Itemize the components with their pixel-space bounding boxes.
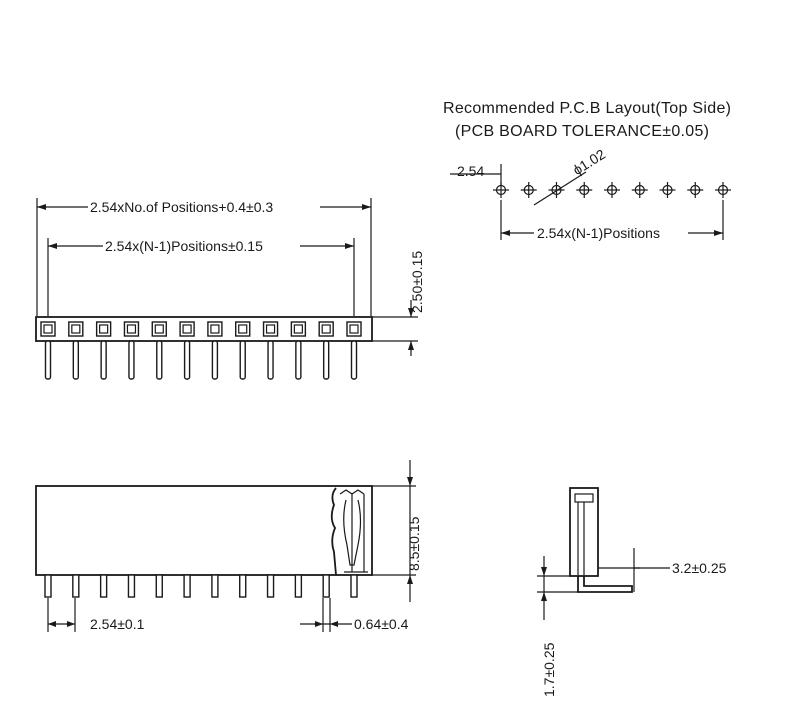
top-view-pin	[211, 340, 219, 380]
side-pitch-arrow-right	[67, 621, 75, 627]
side-view-section: 8.5±0.15 2.54±0.1 0.64±0.4	[35, 460, 422, 632]
pcb-hole-leader	[533, 171, 587, 206]
top-view-cell-opening	[154, 324, 164, 334]
side-pin-arrow-left	[315, 621, 323, 627]
pcb-hole-diameter-label: ϕ1.02	[570, 146, 608, 178]
side-height-label: 8.5±0.15	[406, 516, 422, 571]
side-view-cutaway	[330, 487, 368, 576]
top-view-pin	[183, 340, 191, 380]
top-view-pin	[267, 340, 274, 380]
top-view-cell-opening	[99, 324, 109, 334]
top-view-section: 2.54xNo.of Positions+0.4±0.3 2.54x(N-1)P…	[35, 198, 425, 380]
pcb-hole-row	[493, 182, 731, 198]
side-view-body	[35, 485, 373, 576]
top-view-cell-opening	[321, 324, 331, 334]
side-pin-arrow-right	[330, 621, 338, 627]
top-view-cell	[346, 321, 362, 337]
side-view-pin	[350, 574, 358, 598]
top-view-pin	[239, 340, 246, 380]
end-offset-label: 1.7±0.25	[541, 642, 557, 697]
side-view-pin	[266, 574, 275, 598]
side-view-pin	[183, 574, 191, 598]
end-offset-arrow-top	[541, 567, 547, 576]
top-view-cell-opening	[265, 324, 276, 334]
contact-left-wall	[339, 489, 353, 572]
cutaway-break-line	[330, 487, 337, 576]
top-view-pin	[350, 340, 358, 380]
side-view-pin	[239, 574, 247, 598]
top-view-pin	[156, 340, 163, 380]
side-height-arrow-bottom	[407, 575, 413, 584]
side-view-pins	[44, 574, 358, 598]
side-view-pin	[294, 574, 303, 598]
side-view-pin	[99, 574, 108, 598]
top-view-cell	[40, 321, 56, 337]
top-view-cell-opening	[293, 324, 303, 334]
top-span-arrow-left	[48, 243, 57, 249]
side-view-pin	[322, 574, 330, 598]
side-view-pin	[211, 574, 219, 598]
contact-spring	[343, 499, 362, 566]
pcb-layout-title: Recommended P.C.B Layout(Top Side)	[443, 100, 731, 117]
top-view-cell-opening	[71, 324, 81, 334]
top-view-cell-opening	[349, 324, 359, 334]
top-view-cell	[95, 321, 112, 337]
side-height-arrow-top	[407, 477, 413, 486]
top-view-pin	[128, 340, 135, 380]
top-view-body	[35, 316, 373, 342]
top-view-cell-opening	[126, 324, 137, 334]
top-view-cell-opening	[43, 324, 53, 334]
top-view-cell	[123, 321, 140, 337]
pcb-span-arrow-right	[714, 230, 723, 236]
side-pin-width-label: 0.64±0.4	[354, 616, 409, 632]
top-height-label: 2.50±0.15	[409, 251, 425, 313]
side-view-pin	[127, 574, 136, 598]
side-view-pin	[44, 574, 52, 598]
pcb-span-label: 2.54x(N-1)Positions	[537, 225, 660, 241]
top-view-pin	[72, 340, 80, 380]
end-pin-length-label: 3.2±0.25	[672, 560, 727, 576]
side-view-pin	[72, 574, 80, 598]
top-overall-arrow-right	[362, 204, 371, 210]
side-view-pin	[155, 574, 163, 598]
top-view-cell	[235, 321, 251, 337]
end-offset-arrow-bottom	[541, 592, 547, 601]
end-view-opening	[574, 493, 594, 503]
side-pitch-arrow-left	[48, 621, 56, 627]
pcb-tolerance-note: (PCB BOARD TOLERANCE±0.05)	[455, 123, 709, 140]
contact-top	[351, 489, 365, 495]
pcb-layout-section: Recommended P.C.B Layout(Top Side) (PCB …	[443, 100, 731, 241]
top-view-pin	[322, 340, 330, 380]
top-view-cell-opening	[238, 324, 248, 334]
top-overall-label: 2.54xNo.of Positions+0.4±0.3	[90, 199, 273, 215]
pcb-pitch-label: 2.54	[457, 163, 484, 179]
top-span-label: 2.54x(N-1)Positions±0.15	[105, 238, 263, 254]
top-view-cell	[262, 321, 279, 337]
side-pitch-label: 2.54±0.1	[90, 616, 145, 632]
top-view-cell	[290, 321, 307, 337]
top-view-pin	[44, 340, 52, 380]
top-view-pin	[100, 340, 107, 380]
top-height-arrow-top	[408, 308, 414, 317]
top-view-cell	[207, 321, 223, 337]
top-view-cell	[68, 321, 84, 337]
pcb-span-arrow-left	[501, 230, 510, 236]
top-view-cell	[151, 321, 167, 337]
top-view-cell-opening	[210, 324, 220, 334]
top-view-positions	[40, 321, 362, 380]
top-view-cell	[318, 321, 334, 337]
top-view-cell-opening	[182, 324, 192, 334]
top-span-arrow-right	[345, 243, 354, 249]
end-view-section: 3.2±0.25 1.7±0.25	[537, 487, 727, 697]
top-height-arrow-bottom	[408, 341, 414, 350]
top-view-pin	[295, 340, 302, 380]
top-view-cell	[179, 321, 195, 337]
top-overall-arrow-left	[37, 204, 46, 210]
end-view-right-angle-pin	[577, 576, 633, 593]
